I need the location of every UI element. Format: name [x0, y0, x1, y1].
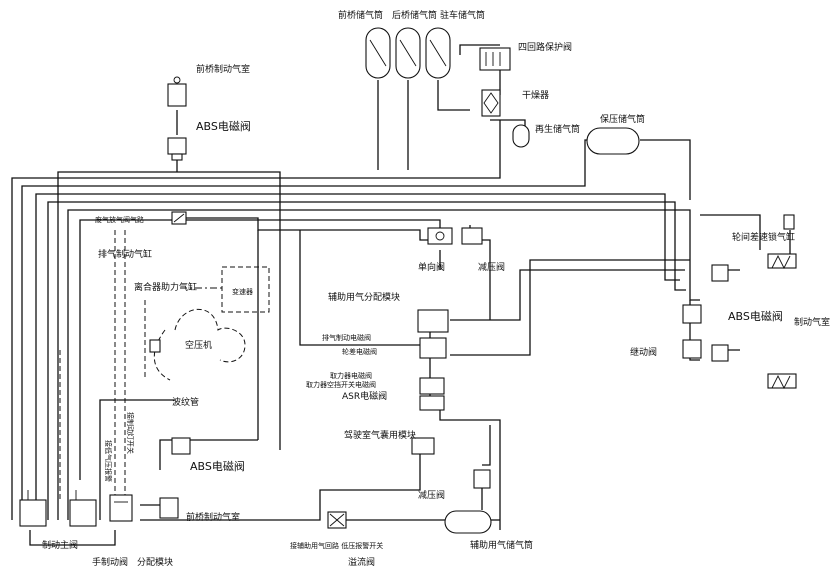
compressor-line — [153, 329, 171, 381]
label-exhaust-brake-cylinder: 排气制动气缸 — [98, 248, 152, 260]
front-brake-chamber-bottom — [159, 497, 179, 519]
label-parking-tank: 驻车储气筒 — [440, 9, 485, 21]
exhaust-brake-valve — [171, 211, 187, 225]
abs-valves-right — [711, 264, 729, 362]
label-clutch-cylinder: 离合器助力气缸 — [134, 281, 197, 293]
label-check-valve: 单向阀 — [418, 261, 445, 273]
label-aux-module: 辅助用气分配模块 — [328, 291, 400, 303]
label-distribution-module: 分配模块 — [137, 556, 173, 568]
abs-valve-bottom — [171, 437, 191, 455]
label-rear-axle-tank: 后桥储气筒 — [392, 9, 437, 21]
overflow-valve — [327, 511, 347, 529]
label-diff-solenoid: 轮差电磁阀 — [342, 347, 377, 356]
check-valve — [427, 227, 453, 245]
front-axle-tank — [365, 27, 391, 79]
regen-tank — [512, 124, 530, 148]
wheel-diff-cylinder — [783, 214, 795, 230]
label-gearbox: 变速器 — [232, 287, 253, 296]
label-bellows: 波纹管 — [172, 396, 199, 408]
reducing-valve-top — [461, 227, 483, 245]
label-regen-tank: 再生储气筒 — [535, 123, 580, 135]
label-front-brake-chamber-top: 前桥制动气室 — [196, 63, 250, 75]
label-hand-valve: 手制动阀 — [92, 556, 128, 568]
label-front-axle-tank: 前桥储气筒 — [338, 9, 383, 21]
brake-chambers-right — [767, 253, 797, 390]
four-circuit-valve — [479, 47, 511, 71]
labels: 前桥储气筒 后桥储气筒 驻车储气筒 四回路保护阀 干燥器 再生储气筒 保压储气筒… — [42, 9, 830, 568]
label-four-circuit-valve: 四回路保护阀 — [518, 41, 572, 53]
label-low-pressure-alarm-left: 接低气压报警 — [104, 440, 113, 482]
label-brake-chamber-right: 制动气室 — [794, 316, 830, 328]
label-pto-switch-solenoid: 取力器空挡开关电磁阀 — [306, 380, 376, 389]
label-front-brake-chamber-bottom: 前桥制动气室 — [186, 511, 240, 523]
label-asr-solenoid: ASR电磁阀 — [342, 390, 387, 402]
label-cab-module: 驾驶室气囊用模块 — [344, 429, 416, 441]
distribution-module — [109, 494, 133, 522]
label-dryer: 干燥器 — [522, 90, 549, 101]
hand-valve — [69, 490, 97, 527]
label-brake-light-switch: 接制动灯开关 — [126, 412, 135, 454]
reducing-valve-bottom — [473, 469, 491, 489]
pressure-tank — [586, 127, 640, 155]
label-pressure-tank: 保压储气筒 — [600, 113, 645, 125]
label-wheel-diff-cylinder: 轮间差速锁气缸 — [732, 231, 795, 243]
label-main-brake-valve: 制动主阀 — [42, 539, 78, 551]
rear-axle-tank — [395, 27, 421, 79]
label-aux-tank: 辅助用气储气筒 — [470, 539, 533, 551]
label-reducing-valve-bottom: 减压阀 — [418, 489, 445, 501]
abs-valve-top — [167, 137, 187, 161]
compressor-outline — [174, 308, 246, 363]
front-brake-chamber-top — [167, 76, 187, 107]
label-abs-valve-top: ABS电磁阀 — [196, 119, 251, 133]
label-reducing-valve-top: 减压阀 — [478, 261, 505, 273]
cab-module — [411, 437, 435, 455]
label-relay-valve: 继动阀 — [630, 346, 657, 358]
aux-tank — [444, 510, 492, 534]
label-exhaust-solenoid: 排气制动电磁阀 — [322, 333, 371, 342]
label-abs-valve-right: ABS电磁阀 — [728, 309, 783, 323]
aux-module — [417, 309, 449, 411]
label-pto-solenoid: 取力器电磁阀 — [330, 371, 372, 380]
dryer — [481, 89, 501, 117]
pipe-network — [11, 44, 791, 546]
relay-valves — [682, 304, 702, 359]
label-abs-valve-bottom: ABS电磁阀 — [190, 459, 245, 473]
gearbox-outline — [221, 266, 270, 313]
main-brake-valve — [19, 490, 47, 527]
label-compressor: 空压机 — [185, 339, 212, 351]
label-overflow-valve: 溢流阀 — [348, 556, 375, 568]
label-low-pressure-switch: 接辅助用气回路 低压报警开关 — [290, 541, 383, 550]
bellows — [149, 339, 161, 353]
label-exhaust-brake-valve: 废气放气阀气路 — [95, 215, 144, 224]
parking-tank — [425, 27, 451, 79]
